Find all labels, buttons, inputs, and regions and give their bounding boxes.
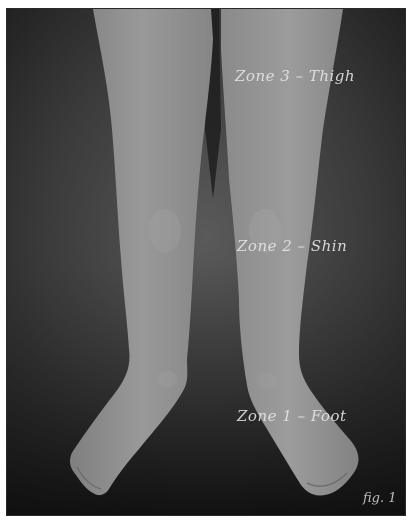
zone-label-thigh: Zone 3 – Thigh [235,67,355,85]
right-ankle-highlight [257,373,277,389]
zone-label-shin: Zone 2 – Shin [237,237,347,255]
left-knee-highlight [149,209,181,253]
left-ankle-highlight [157,371,177,387]
figure-label: fig. 1 [363,491,397,506]
legs-photo: Zone 3 – Thigh Zone 2 – Shin Zone 1 – Fo… [6,8,406,516]
zone-label-foot: Zone 1 – Foot [237,407,347,425]
